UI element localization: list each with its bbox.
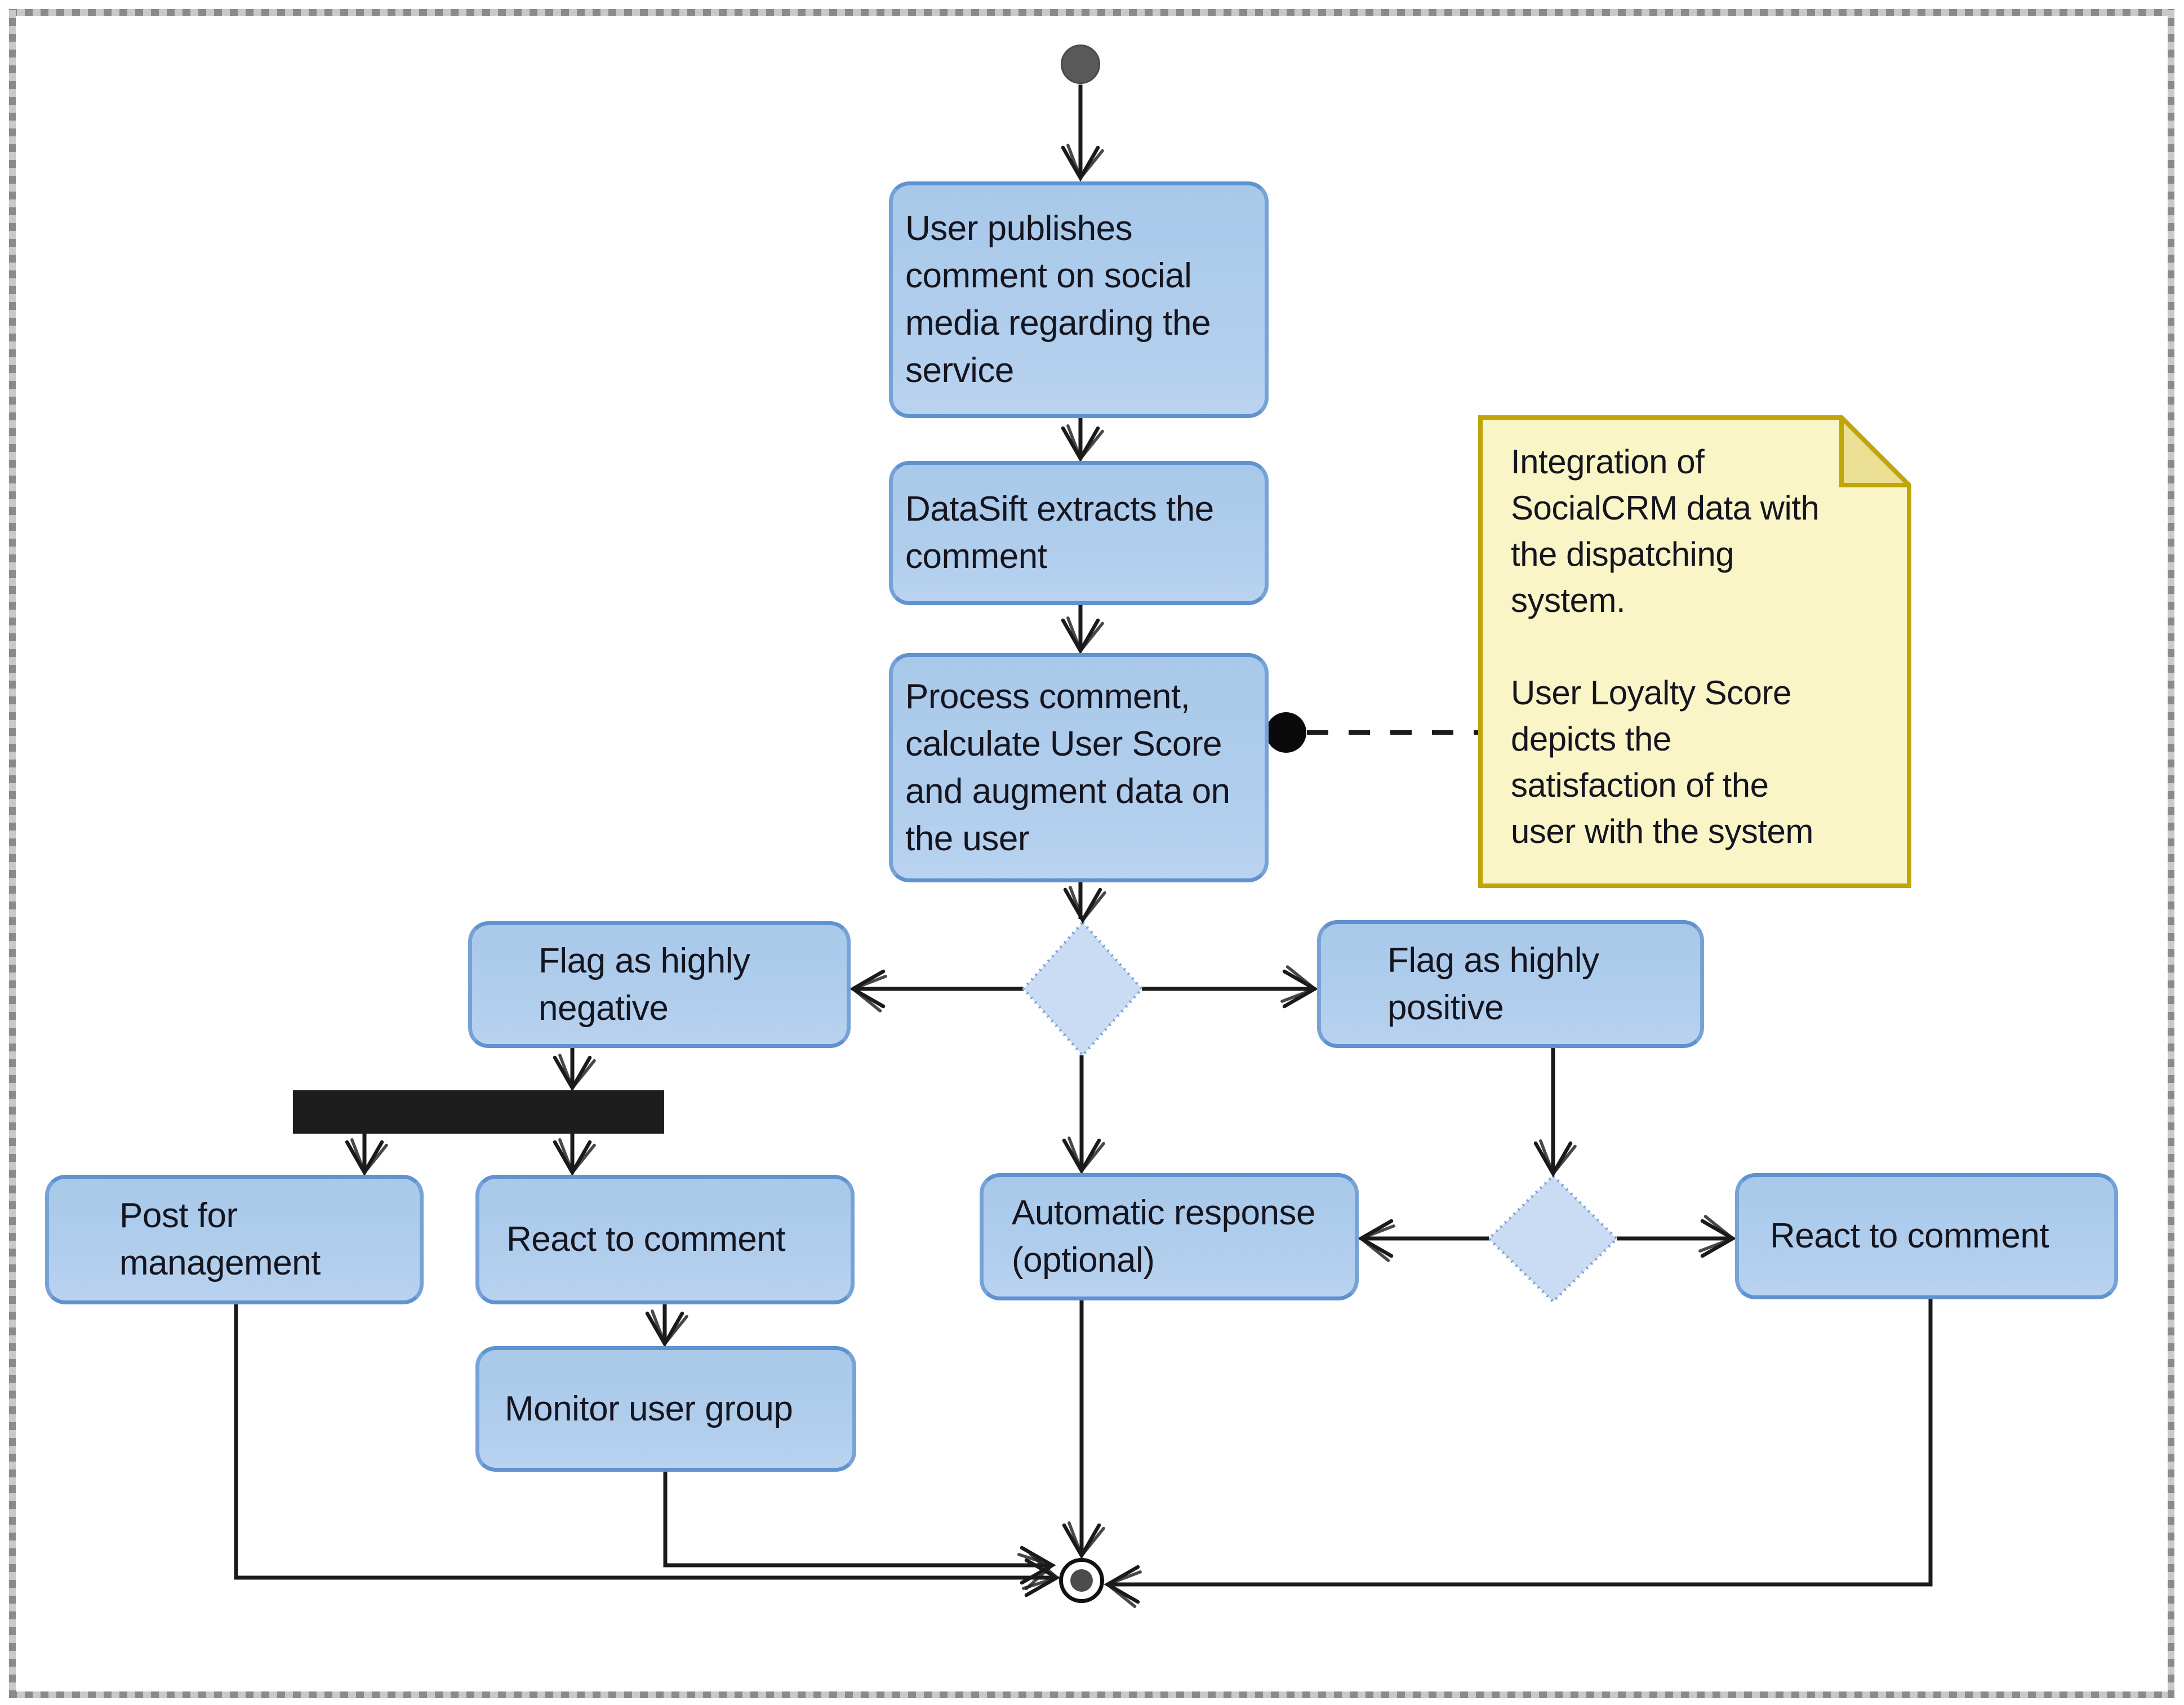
- note-anchor-dot: [1266, 712, 1306, 753]
- action-flag-highly-positive: Flag as highly positive: [1317, 920, 1704, 1048]
- fork-bar: [293, 1090, 664, 1134]
- decision-positive-branch: [1487, 1174, 1618, 1303]
- action-user-publishes-comment: User publishes comment on social media r…: [889, 181, 1269, 418]
- action-react-to-comment-left: React to comment: [475, 1175, 855, 1304]
- final-node-dot: [1070, 1569, 1093, 1592]
- action-flag-highly-negative: Flag as highly negative: [468, 921, 851, 1048]
- action-process-comment: Process comment, calculate User Score an…: [889, 653, 1269, 882]
- decision-score: [1022, 921, 1144, 1057]
- action-datasift-extracts: DataSift extracts the comment: [889, 461, 1269, 605]
- edge-react-right-to-final: [1111, 1299, 1933, 1587]
- frame-border-left: [9, 9, 16, 1698]
- edge-post-to-final: [234, 1304, 1055, 1580]
- arrowheads: [345, 144, 1737, 1608]
- action-monitor-user-group: Monitor user group: [475, 1346, 856, 1472]
- frame-border-bottom: [9, 1691, 2174, 1698]
- note: Integration of SocialCRM data with the d…: [1478, 415, 1911, 888]
- note-dogear-icon: [1839, 415, 1911, 487]
- action-post-for-management: Post for management: [45, 1175, 424, 1304]
- frame-border-right: [2168, 9, 2174, 1698]
- frame-border-top: [9, 9, 2174, 16]
- edge-monitor-to-final: [663, 1472, 1049, 1568]
- initial-node: [1061, 45, 1100, 84]
- action-automatic-response: Automatic response (optional): [980, 1173, 1359, 1300]
- note-shape: [1478, 415, 1911, 888]
- note-text: Integration of SocialCRM data with the d…: [1511, 443, 1820, 850]
- action-react-to-comment-right: React to comment: [1735, 1173, 2118, 1299]
- final-node: [1059, 1558, 1104, 1603]
